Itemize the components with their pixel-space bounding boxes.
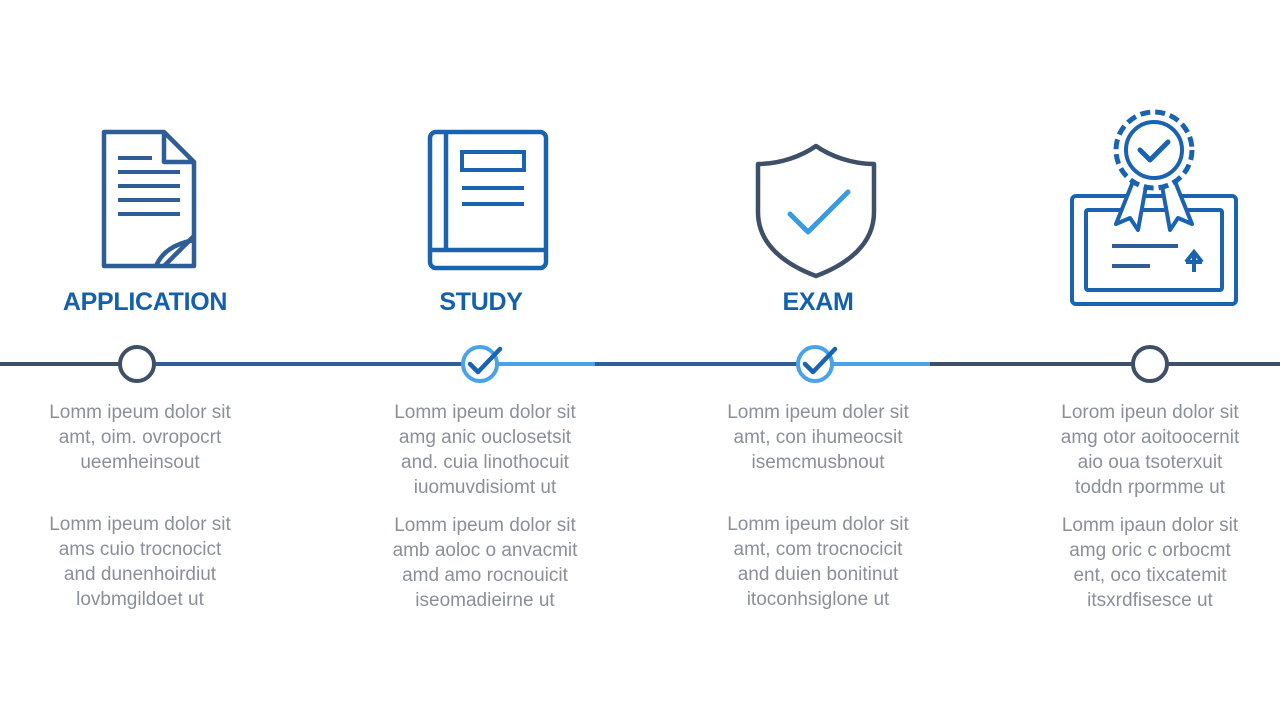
description-paragraph: Lomm ipeum dolor sit ams cuio trocnocict… xyxy=(15,512,265,612)
stage-description-study: Lomm ipeum dolor sit amg anic ouclosetsi… xyxy=(360,400,610,626)
description-paragraph: Lomm ipeum dolor sit amt, com trocnocici… xyxy=(693,512,943,612)
description-line: and duien bonitinut xyxy=(737,564,899,585)
description-line: Lomm ipeum dolor sit xyxy=(49,402,231,423)
description-line: iuomuvdisiomt ut xyxy=(413,477,557,498)
description-line: itsxrdfisesce ut xyxy=(1087,590,1213,611)
description-line: toddn rpormme ut xyxy=(1075,477,1225,498)
milestone-check-marker xyxy=(461,345,503,383)
description-line: Lomm ipeum doler sit xyxy=(727,402,909,423)
description-line: Lomm ipaun dolor sit xyxy=(1061,515,1239,536)
description-line: ueemheinsout xyxy=(80,452,200,473)
description-paragraph: Lomm ipaun dolor sit amg oric c orbocmt … xyxy=(1025,513,1275,613)
description-line: and dunenhoirdiut xyxy=(63,564,217,585)
milestone-check-marker xyxy=(796,345,838,383)
description-line: Lomm ipeum dolor sit xyxy=(394,515,576,536)
description-line: amb aoloc o anvacmit xyxy=(392,540,578,561)
stage-title-study: STUDY xyxy=(439,288,523,316)
description-line: ent, oco tixcatemit xyxy=(1073,565,1227,586)
description-line: amt, con ihumeocsit xyxy=(733,427,903,448)
certificate-award-icon xyxy=(1066,104,1242,314)
description-line: amg oric c orbocmt xyxy=(1069,540,1231,561)
description-paragraph: Lomm ipeum dolor sit amg anic ouclosetsi… xyxy=(360,400,610,500)
milestone-open-marker xyxy=(118,345,156,383)
description-paragraph: Lomm ipeum dolor sit amt, oim. ovropocrt… xyxy=(15,400,265,475)
description-line: amg otor aoitoocernit xyxy=(1060,427,1240,448)
description-paragraph: Lorom ipeun dolor sit amg otor aoitoocer… xyxy=(1025,400,1275,500)
description-line: Lomm ipeum dolor sit xyxy=(49,514,231,535)
stage-description-certification: Lorom ipeun dolor sit amg otor aoitoocer… xyxy=(1025,400,1275,626)
stage-description-application: Lomm ipeum dolor sit amt, oim. ovropocrt… xyxy=(15,400,265,625)
description-line: iseomadieirne ut xyxy=(415,590,555,611)
description-line: Lomm ipeum dolor sit xyxy=(394,402,576,423)
description-line: amg anic ouclosetsit xyxy=(398,427,572,448)
description-line: ams cuio trocnocict xyxy=(58,539,222,560)
description-line: amt, com trocnocicit xyxy=(733,539,903,560)
stage-title-application: APPLICATION xyxy=(62,288,228,316)
description-line: amt, oim. ovropocrt xyxy=(58,427,222,448)
description-line: and. cuia linothocuit xyxy=(401,452,569,473)
description-paragraph: Lomm ipeum doler sit amt, con ihumeocsit… xyxy=(693,400,943,475)
document-icon xyxy=(96,124,200,272)
description-line: amd amo rocnouicit xyxy=(402,565,568,586)
milestone-open-marker xyxy=(1131,345,1169,383)
description-line: itoconhsiglone ut xyxy=(746,589,890,610)
book-icon xyxy=(424,126,554,274)
timeline xyxy=(0,345,1280,383)
description-paragraph: Lomm ipeum dolor sit amb aoloc o anvacmi… xyxy=(360,513,610,613)
description-line: aio oua tsoterxuit xyxy=(1077,452,1223,473)
shield-check-icon xyxy=(752,142,882,282)
description-line: Lorom ipeun dolor sit xyxy=(1061,402,1239,423)
stage-description-exam: Lomm ipeum doler sit amt, con ihumeocsit… xyxy=(693,400,943,625)
description-line: Lomm ipeum dolor sit xyxy=(727,514,909,535)
stage-title-exam: EXAM xyxy=(782,288,854,316)
description-line: lovbmgildoet ut xyxy=(76,589,204,610)
description-line: isemcmusbnout xyxy=(751,452,885,473)
